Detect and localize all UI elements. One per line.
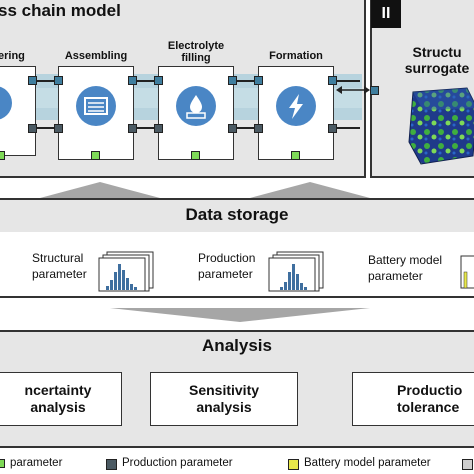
- step-label-3: Electrolyte filling: [167, 40, 225, 64]
- structural-histogram: [98, 251, 154, 292]
- production-node: [254, 76, 263, 85]
- down-arrow-2: [250, 182, 370, 198]
- production-node: [28, 124, 37, 133]
- analysis-header-bg: [0, 330, 474, 362]
- step-label-4: Formation: [269, 50, 323, 62]
- production-node: [254, 124, 263, 133]
- production-node: [154, 124, 163, 133]
- legend-production-label: Production parameter: [122, 457, 233, 469]
- link-arrow: [336, 86, 370, 94]
- battery-model-histogram: [460, 255, 474, 289]
- material-node: [191, 151, 200, 160]
- battery-model-parameter-label: Battery model parameter: [368, 253, 443, 283]
- electrolyte-filling-icon: [176, 86, 216, 126]
- data-storage-title: Data storage: [185, 205, 289, 224]
- production-node: [154, 76, 163, 85]
- microstructure-image: [408, 87, 474, 165]
- production-node: [228, 124, 237, 133]
- legend-material-label: parameter: [10, 457, 63, 469]
- surrogate-title: Structu surrogate: [404, 44, 470, 76]
- production-node: [228, 76, 237, 85]
- production-node: [28, 76, 37, 85]
- material-node: [91, 151, 100, 160]
- material-node: [0, 151, 5, 160]
- down-arrow-3: [110, 308, 370, 322]
- sensitivity-analysis-box: Sensitivity analysis: [150, 372, 298, 426]
- analysis-title: Analysis: [202, 336, 272, 355]
- production-node: [54, 124, 63, 133]
- production-histogram: [268, 251, 324, 292]
- step-label-1: ering: [0, 50, 25, 62]
- uncertainty-analysis-box: ncertainty analysis: [0, 372, 122, 426]
- step-label-2: Assembling: [64, 50, 128, 62]
- legend-battery-swatch: [288, 459, 299, 470]
- surrogate-badge: II: [371, 0, 401, 28]
- legend-battery-label: Battery model parameter: [304, 457, 431, 469]
- production-node: [328, 124, 337, 133]
- formation-icon: [276, 86, 316, 126]
- down-arrow-1: [40, 182, 160, 198]
- data-storage-panel: [0, 232, 474, 298]
- step-icon-1: [0, 86, 12, 120]
- production-node: [54, 76, 63, 85]
- data-storage-header-bg: [0, 198, 474, 234]
- production-node: [328, 76, 337, 85]
- surrogate-input-node: [370, 86, 379, 95]
- legend-material-swatch: [0, 459, 5, 468]
- production-node: [128, 124, 137, 133]
- legend-extra-swatch: [462, 459, 473, 470]
- process-chain-title: ss chain model: [0, 1, 121, 20]
- production-node: [128, 76, 137, 85]
- assembling-icon: [76, 86, 116, 126]
- structural-parameter-label: Structural parameter: [32, 251, 87, 281]
- legend-production-swatch: [106, 459, 117, 470]
- production-parameter-label: Production parameter: [198, 251, 256, 281]
- material-node: [291, 151, 300, 160]
- production-tolerances-box: Productio tolerance: [352, 372, 474, 426]
